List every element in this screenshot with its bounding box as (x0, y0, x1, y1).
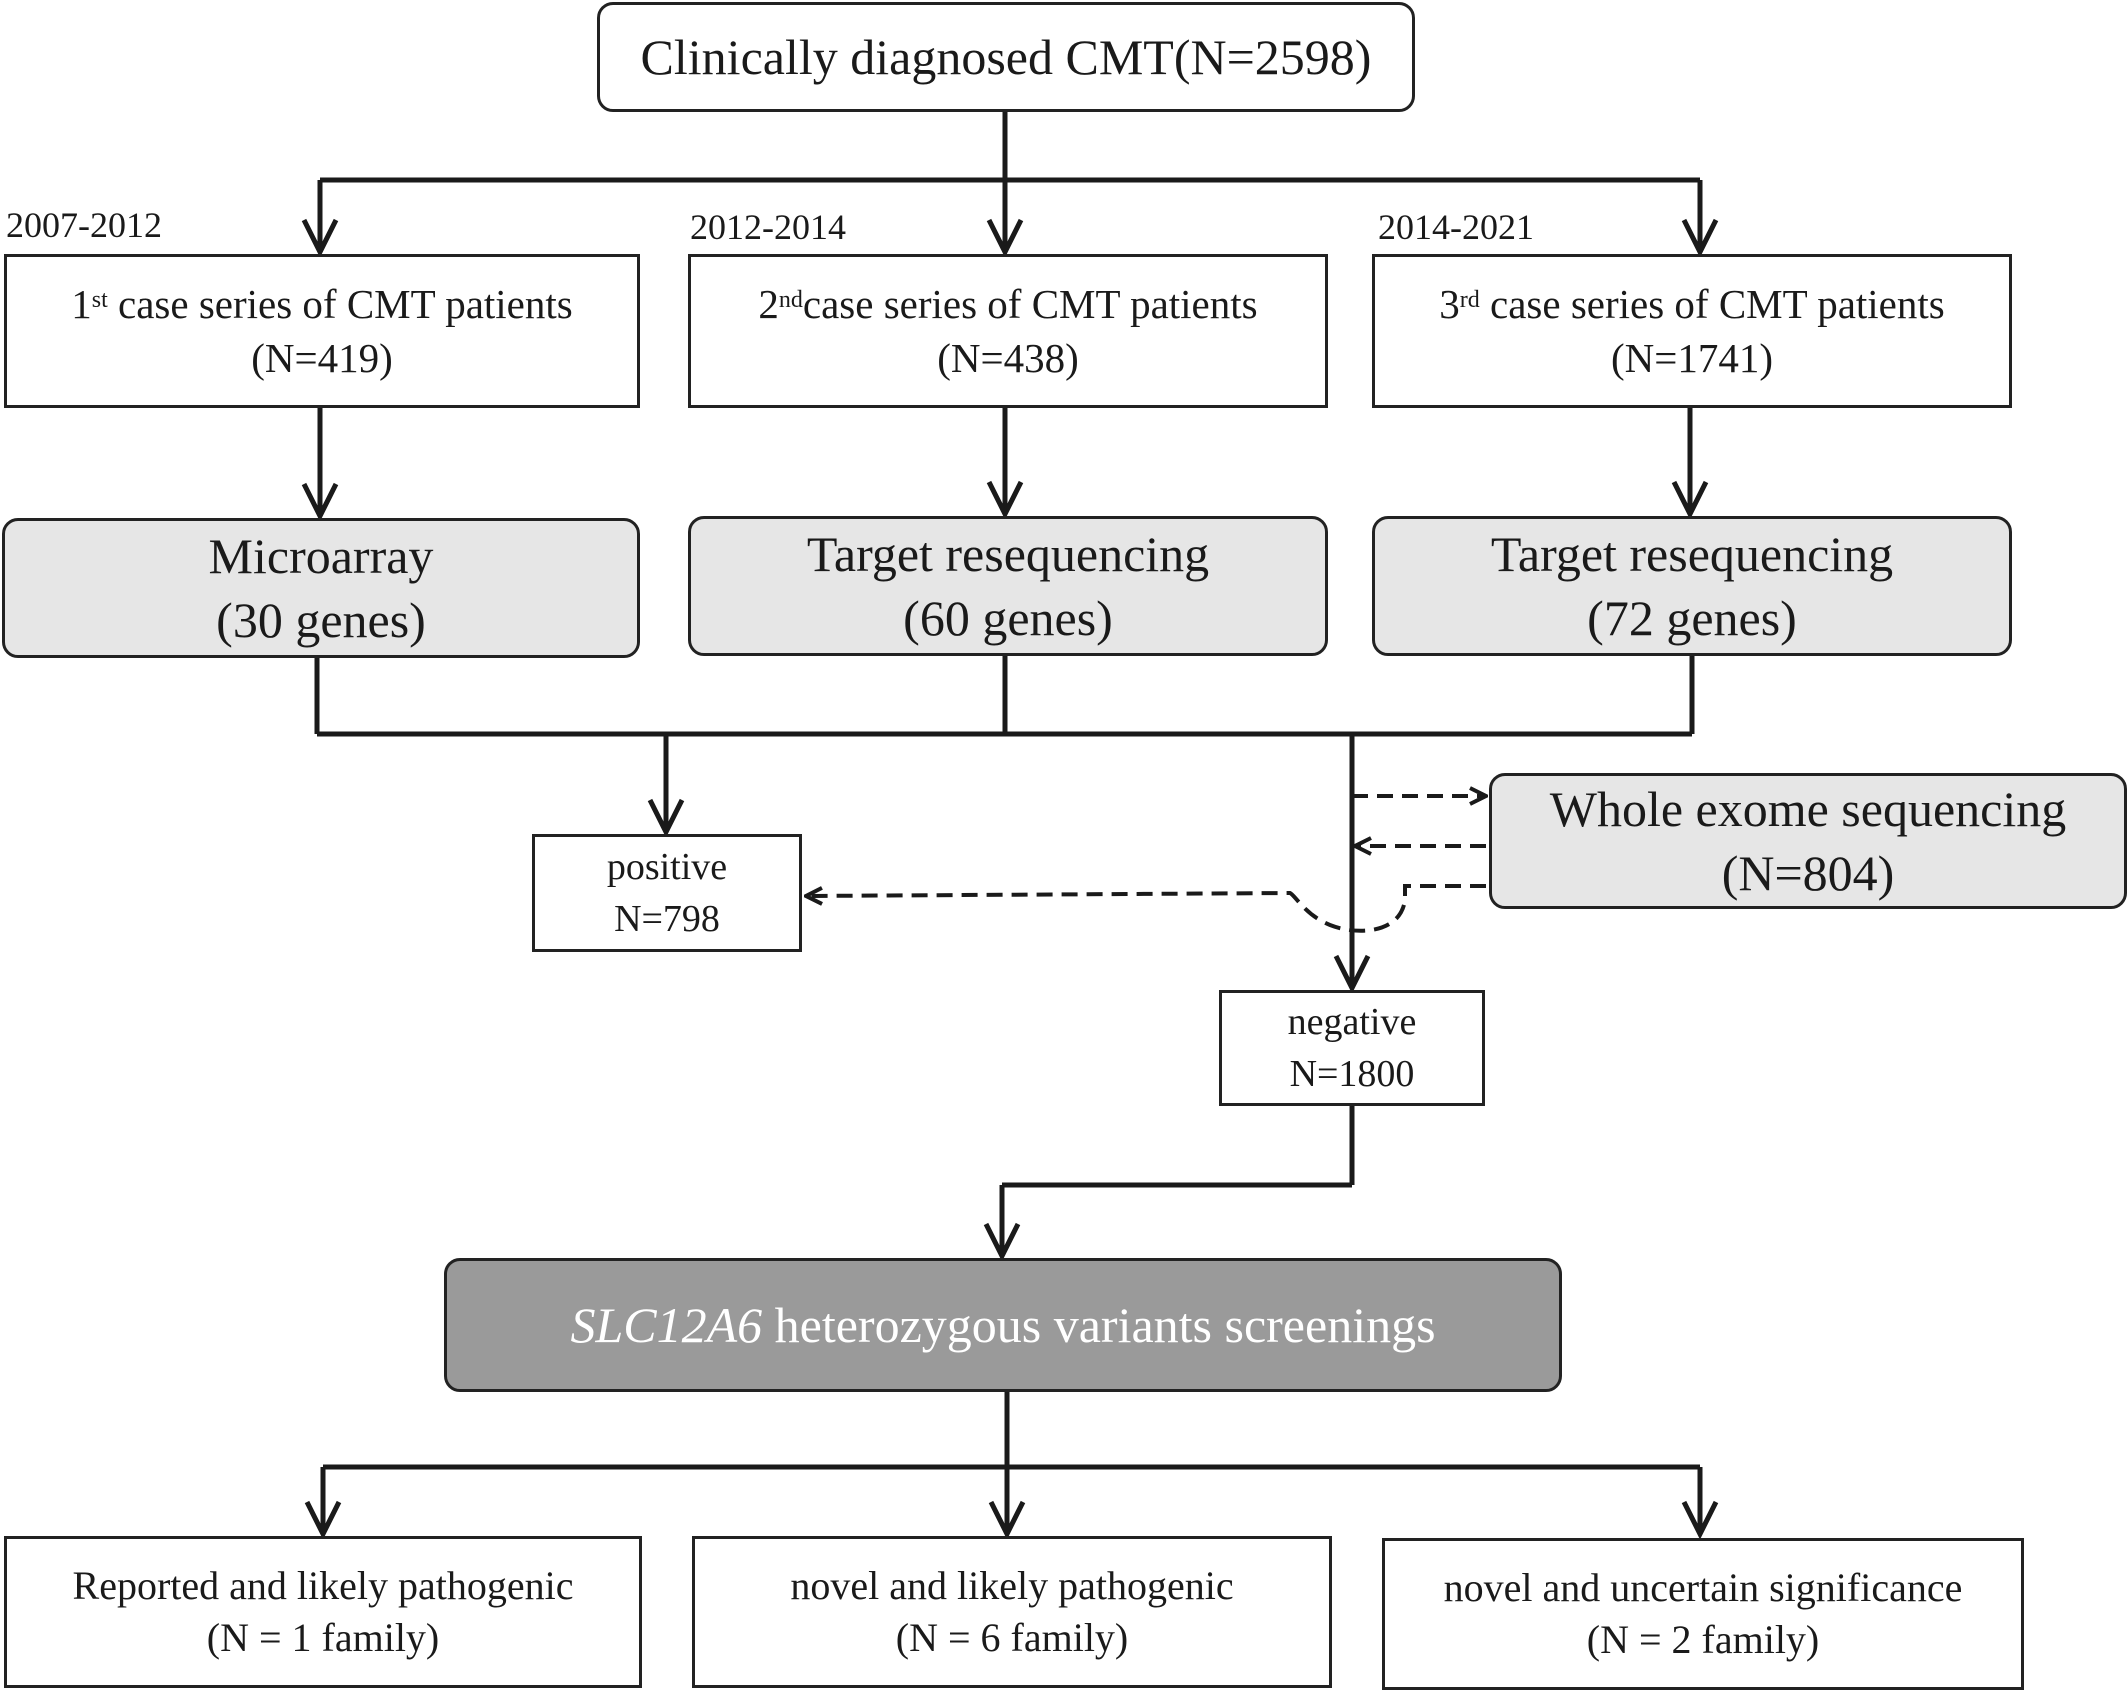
method-3-genes: (72 genes) (1587, 590, 1797, 646)
method-3-name: Target resequencing (1490, 526, 1894, 582)
method-2-genes: (60 genes) (903, 590, 1113, 646)
year-label-1: 2007-2012 (6, 205, 162, 245)
top-node-clinically-diagnosed: Clinically diagnosed CMT(N=2598) (597, 2, 1415, 112)
negative-count: N=1800 (1289, 1053, 1415, 1095)
positive-label: positive (606, 846, 728, 888)
outcome-node-1: Reported and likely pathogenic (N = 1 fa… (4, 1536, 642, 1688)
outcome-node-3: novel and uncertain significance (N = 2 … (1382, 1538, 2024, 1690)
series-3-count: (N=1741) (1610, 335, 1774, 381)
series-3-title: 3rd case series of CMT patients (1439, 281, 1945, 327)
method-1-genes: (30 genes) (216, 592, 426, 648)
series-1-title: 1st case series of CMT patients (71, 281, 573, 327)
series-node-3: 3rd case series of CMT patients (N=1741) (1372, 254, 2012, 408)
outcome-2-count: (N = 6 family) (895, 1615, 1129, 1660)
series-2-count: (N=438) (937, 335, 1079, 381)
outcome-3-label: novel and uncertain significance (1443, 1565, 1963, 1610)
series-node-1: 1st case series of CMT patients (N=419) (4, 254, 640, 408)
method-1-name: Microarray (208, 528, 434, 584)
outcome-node-2: novel and likely pathogenic (N = 6 famil… (692, 1536, 1332, 1688)
positive-count: N=798 (614, 898, 720, 940)
negative-label: negative (1287, 1001, 1417, 1043)
year-label-2: 2012-2014 (690, 207, 846, 247)
outcome-3-count: (N = 2 family) (1586, 1617, 1820, 1662)
positive-node: positive N=798 (532, 834, 802, 952)
method-node-2: Target resequencing (60 genes) (688, 516, 1328, 656)
wes-label: Whole exome sequencing (1549, 781, 2067, 837)
series-2-title: 2ndcase series of CMT patients (758, 281, 1258, 327)
negative-node: negative N=1800 (1219, 990, 1485, 1106)
screening-label-rest: heterozygous variants screenings (762, 1297, 1436, 1353)
year-label-3: 2014-2021 (1378, 207, 1534, 247)
outcome-1-count: (N = 1 family) (206, 1615, 440, 1660)
outcome-1-label: Reported and likely pathogenic (72, 1563, 574, 1608)
wes-count: (N=804) (1721, 845, 1895, 901)
method-2-name: Target resequencing (806, 526, 1210, 582)
series-node-2: 2ndcase series of CMT patients (N=438) (688, 254, 1328, 408)
outcome-2-label: novel and likely pathogenic (790, 1563, 1234, 1608)
dashed-arrow-wes-to-positive (806, 884, 1486, 933)
screening-node: SLC12A6 heterozygous variants screenings (444, 1258, 1562, 1392)
screening-gene-name: SLC12A6 (570, 1297, 763, 1353)
wes-node: Whole exome sequencing (N=804) (1489, 773, 2127, 909)
method-node-1: Microarray (30 genes) (2, 518, 640, 658)
series-1-count: (N=419) (251, 335, 393, 381)
top-node-label: Clinically diagnosed CMT(N=2598) (640, 29, 1372, 85)
method-node-3: Target resequencing (72 genes) (1372, 516, 2012, 656)
screening-label: SLC12A6 heterozygous variants screenings (570, 1293, 1435, 1357)
